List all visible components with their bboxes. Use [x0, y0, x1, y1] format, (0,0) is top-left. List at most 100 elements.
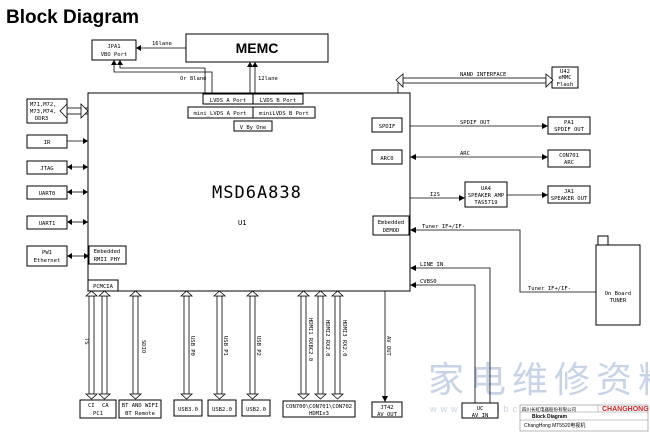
ua4-label-2: SPEAKER AMP: [468, 193, 505, 199]
lane8-connection: Or 8lane: [111, 60, 213, 93]
rmii-label-1: Embedded: [94, 249, 121, 255]
hdmi3-label: HDMI3 RX2.0: [341, 320, 347, 356]
usb20a-label: USB2.0: [212, 407, 232, 413]
ddr3-label-3: DDR3: [35, 116, 48, 122]
hdmi-buses: HDMI1 RXBC2.0 HDMI2 RX2.0 HDMI3 RX2.0: [296, 290, 347, 400]
vbyone-label: V By One: [240, 125, 267, 131]
mini-lvds-b-port: [252, 106, 316, 119]
page-title: Block Diagram: [6, 7, 139, 28]
uart0-label: UART0: [39, 191, 56, 197]
ua4-label-3: TAS5719: [474, 200, 497, 206]
tuner-label-1: On Board: [605, 291, 632, 297]
tuner-if-label-2: Tuner IF+/IF-: [528, 286, 571, 292]
con701-box: [547, 149, 591, 168]
lvds-ports: LVDS A Port LVDS B Port mini_LVDS A Port…: [187, 93, 316, 132]
arc0-label: ARC0: [380, 156, 393, 162]
jt42-label-1: JT42: [380, 405, 393, 411]
demod-label-2: DEMOD: [383, 228, 400, 234]
ja1-label-2: SPEAKER OUT: [551, 196, 588, 202]
bottom-peripherals: TS SDIO CI CA PC1 BT AND WIFI BT Remote …: [79, 290, 499, 419]
bt-wifi-label-1: BT AND WIFI: [122, 403, 158, 409]
jtag-label: JTAG: [40, 166, 53, 172]
usb-p0-label: USB P0: [189, 336, 195, 356]
emmc-label-3: Flash: [557, 82, 574, 88]
uart0-box: [26, 185, 68, 200]
i2s-label: I2S: [430, 192, 440, 198]
ddr3-label-1: M71,M72,: [30, 102, 57, 108]
usb30-box: [173, 399, 203, 417]
av-out-connection: AV OUT: [382, 291, 391, 402]
ts-bus: TS: [83, 290, 112, 400]
spdif-out-label: SPDIF OUT: [460, 120, 490, 126]
memc-label: MEMC: [236, 40, 279, 56]
tuner-if-label-1: Tuner IF+/IF-: [422, 224, 465, 230]
bt-wifi-label-2: BT Remote: [125, 411, 155, 417]
cvbs0-label: CVBS0: [420, 279, 437, 285]
demod-box: [372, 215, 410, 236]
av-out-signal-label: AV OUT: [385, 336, 391, 357]
right-peripherals: U42 eMMC Flash NAND INTERFACE SPDIF SPDI…: [371, 66, 641, 403]
pa1-box: [547, 116, 591, 135]
pa1-label-2: SPDIF OUT: [554, 127, 584, 133]
uart1-label: UART1: [39, 221, 56, 227]
ja1-box: [547, 185, 591, 204]
lane8-label: Or 8lane: [180, 76, 207, 82]
emmc-label-1: U42: [560, 69, 570, 75]
usb30-label: USB3.0: [178, 407, 198, 413]
hdmi-connectors-label-1: CON700\CON701\CON702: [286, 404, 352, 410]
usb-p1-label: USB P1: [222, 336, 228, 356]
usb-p2-bus: USB P2: [245, 290, 261, 400]
vbyone-port: [233, 120, 273, 132]
chip-ref: U1: [238, 219, 246, 227]
left-peripherals: M71,M72, M73,M74, DDR3 IR JTAG UART0 UAR…: [26, 98, 127, 292]
memc-box: [185, 33, 329, 63]
lvds-b-port: [252, 93, 304, 105]
ua4-box: [464, 181, 508, 208]
emmc-box: [551, 66, 579, 89]
ethernet-label-2: Ethernet: [34, 258, 61, 264]
av-in-label-1: UC: [477, 406, 484, 412]
rmii-label-2: RMII PHY: [94, 257, 121, 263]
lane12-connection: 12lane: [247, 62, 278, 93]
demod-label-1: Embedded: [378, 220, 405, 226]
arc0-port: [371, 149, 403, 165]
jpa1-label-2: VBO Port: [101, 52, 128, 58]
emmc-label-2: eMMC: [558, 75, 571, 81]
con701-label-1: CON701: [559, 153, 579, 159]
title-block-company: 四川长虹电器股份有限公司: [522, 406, 576, 413]
title-block: 四川长虹电器股份有限公司 CHANGHONG Block Diagram Cha…: [519, 404, 649, 432]
ca-label: CA: [102, 403, 109, 409]
title-block-model: ChangHong MT5520电视机: [524, 422, 585, 429]
av-in-box: [461, 402, 499, 419]
usb-p2-label: USB P2: [255, 336, 261, 356]
jpa1-label-1: JPA1: [107, 44, 120, 50]
jt42-label-2: AV OUT: [377, 412, 398, 418]
usb20b-label: USB2.0: [246, 407, 266, 413]
jtag-box: [26, 160, 68, 175]
jt42-box: [371, 401, 403, 418]
title-block-brand: CHANGHONG: [602, 406, 649, 413]
pc1-label: PC1: [93, 411, 103, 417]
ir-label: IR: [44, 140, 51, 146]
hdmi1-label: HDMI1 RXBC2.0: [307, 318, 313, 361]
spdif-port-label: SPDIF: [379, 124, 396, 130]
title-block-doc: Block Diagram: [532, 414, 568, 420]
usb-p0-bus: USB P0: [179, 290, 195, 400]
nand-label: NAND INTERFACE: [460, 72, 506, 78]
ua4-label-1: UA4: [481, 186, 492, 192]
tuner-box: [595, 244, 641, 326]
rmii-phy-box: [88, 245, 127, 265]
av-in-label-2: AV IN: [472, 413, 489, 419]
mini-lvds-b-label: miniLVDS B Port: [259, 111, 309, 117]
mini-lvds-a-label: mini_LVDS A Port: [194, 111, 247, 117]
usb20b-box: [241, 399, 271, 417]
bt-wifi-box: [118, 399, 162, 419]
pa1-label-1: PA1: [564, 120, 574, 126]
spdif-port: [371, 117, 403, 133]
chip-name: MSD6A838: [212, 183, 302, 203]
pcmcia-box: [87, 279, 119, 292]
line-in-label: LINE IN: [420, 262, 443, 268]
usb20a-box: [207, 399, 237, 417]
